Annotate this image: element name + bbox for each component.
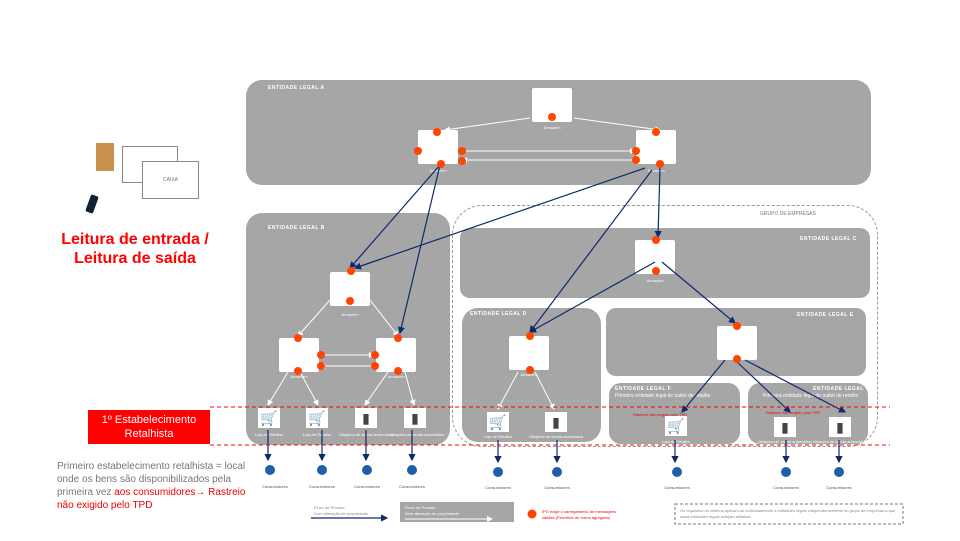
consumers-label: Consumidores: [354, 484, 380, 489]
ownership-flows: [264, 164, 847, 464]
vending-icon: ▮: [545, 412, 567, 432]
legend-ipo: IPO exige o carregamento de mensagens vá…: [542, 509, 617, 520]
consumers-label: Consumidores: [309, 484, 335, 489]
legend-text: Com alteração de propriedade: [314, 511, 369, 516]
entity-a-label: ENTIDADE LEGAL A: [268, 85, 325, 91]
cart-icon: 🛒: [258, 408, 280, 428]
warehouse-label: Armazém: [543, 125, 561, 130]
shop-label: Loja de Retalho: [254, 432, 284, 437]
entity-e-label: ENTIDADE LEGAL E: [797, 312, 854, 318]
read-title: Leitura de entrada / Leitura de saída: [40, 230, 230, 268]
vending-icon: ▮: [404, 408, 426, 428]
consumers-label: Consumidores: [773, 485, 799, 490]
legend-dot: [527, 509, 537, 519]
warehouse-label: Armazém: [341, 312, 359, 317]
legend-text: Fluxo de Produto: [314, 505, 345, 510]
consumers-label: Consumidores: [826, 485, 852, 490]
consumers-label: Consumidores: [485, 485, 511, 490]
vending-icon: ▮: [829, 417, 851, 437]
entity-g-label: ENTIDADE LEGAL G: [813, 386, 871, 392]
caixa-frame: CAIXA: [142, 161, 199, 199]
desc-red: aos consumidores→ Rastreio não exigido p…: [57, 487, 246, 511]
entity-f-label: ENTIDADE LEGAL F: [615, 386, 672, 392]
desc-gray: Primeiro estabelecimento retalhista = lo…: [57, 461, 246, 498]
warehouse-label: Armazém: [290, 374, 308, 379]
group-label: GRUPO DE EMPRESAS: [760, 211, 816, 217]
consumers-label: Consumidores: [544, 485, 570, 490]
warehouse-icon: [717, 326, 757, 360]
vending-label: Máquina de venda automática: [758, 439, 812, 444]
shop-label: Loja de Retalho: [302, 432, 332, 437]
g-not-required: Rastreio não exigido pelo TPD: [766, 410, 821, 415]
warehouse-label: Armazém: [429, 168, 447, 173]
entity-f-sub: Primeira entidade legal de outlet de ret…: [615, 393, 711, 399]
vending-label: Máquina de venda automática: [529, 434, 583, 439]
consumers-label: Consumidores: [399, 484, 425, 489]
vending-icon: ▮: [774, 417, 796, 437]
retail-boundary-lines: [210, 406, 890, 446]
entity-g-sub: Primeira entidade legal de outlet de ret…: [763, 393, 859, 399]
group-of-companies: [452, 205, 878, 447]
legend-note: Os requisitos do sistema aplicam-se indi…: [680, 508, 896, 519]
legend-dashed-box: [674, 503, 904, 525]
caixa-label: CAIXA: [162, 177, 178, 183]
cart-icon: 🛒: [487, 412, 509, 432]
entity-b-label: ENTIDADE LEGAL B: [268, 225, 325, 231]
title-line1: Leitura de entrada /: [61, 231, 209, 248]
legend-text: Sem alteração de propriedade: [405, 511, 459, 516]
vending-label: Máquina de venda automática: [390, 432, 444, 437]
consumers-label: Consumidores: [664, 485, 690, 490]
ipo-dots: [294, 113, 741, 375]
warehouse-icon: [279, 338, 319, 372]
first-retailer-badge: 1º Estabelecimento Retalhista: [88, 410, 210, 444]
internal-flows: [267, 117, 661, 410]
entity-c-label: ENTIDADE LEGAL C: [800, 236, 857, 242]
warehouse-label: Armazém: [387, 374, 405, 379]
legend-text: Fluxo de Produto: [405, 505, 436, 510]
title-line2: Leitura de saída: [74, 250, 196, 267]
warehouse-icon: [509, 336, 549, 370]
vending-icon: ▮: [355, 408, 377, 428]
vending-label: Máquina de venda automática: [813, 439, 867, 444]
warehouse-label: Armazém: [520, 372, 538, 377]
warehouse-label: Armazém: [647, 168, 665, 173]
retailer-description: Primeiro estabelecimento retalhista = lo…: [57, 460, 247, 512]
shop-label: Loja de Retalho: [483, 434, 513, 439]
cart-icon: 🛒: [665, 416, 687, 436]
badge-line2: Retalhista: [124, 428, 174, 440]
f-not-required: Rastreio não exigido pelo TPD: [633, 412, 688, 417]
shop-label: Loja de Retalho: [661, 439, 691, 444]
cart-icon: 🛒: [306, 408, 328, 428]
legend-gray-box: [400, 502, 514, 522]
badge-line1: 1º Estabelecimento: [101, 414, 197, 426]
consumers-label: Consumidores: [262, 484, 288, 489]
box-icon: [96, 143, 114, 171]
consumers-icons: [265, 465, 844, 477]
warehouse-icon: [376, 338, 416, 372]
entity-b: [246, 213, 450, 445]
warehouse-label: Armazém: [646, 278, 664, 283]
entity-d-label: ENTIDADE LEGAL D: [470, 311, 527, 317]
